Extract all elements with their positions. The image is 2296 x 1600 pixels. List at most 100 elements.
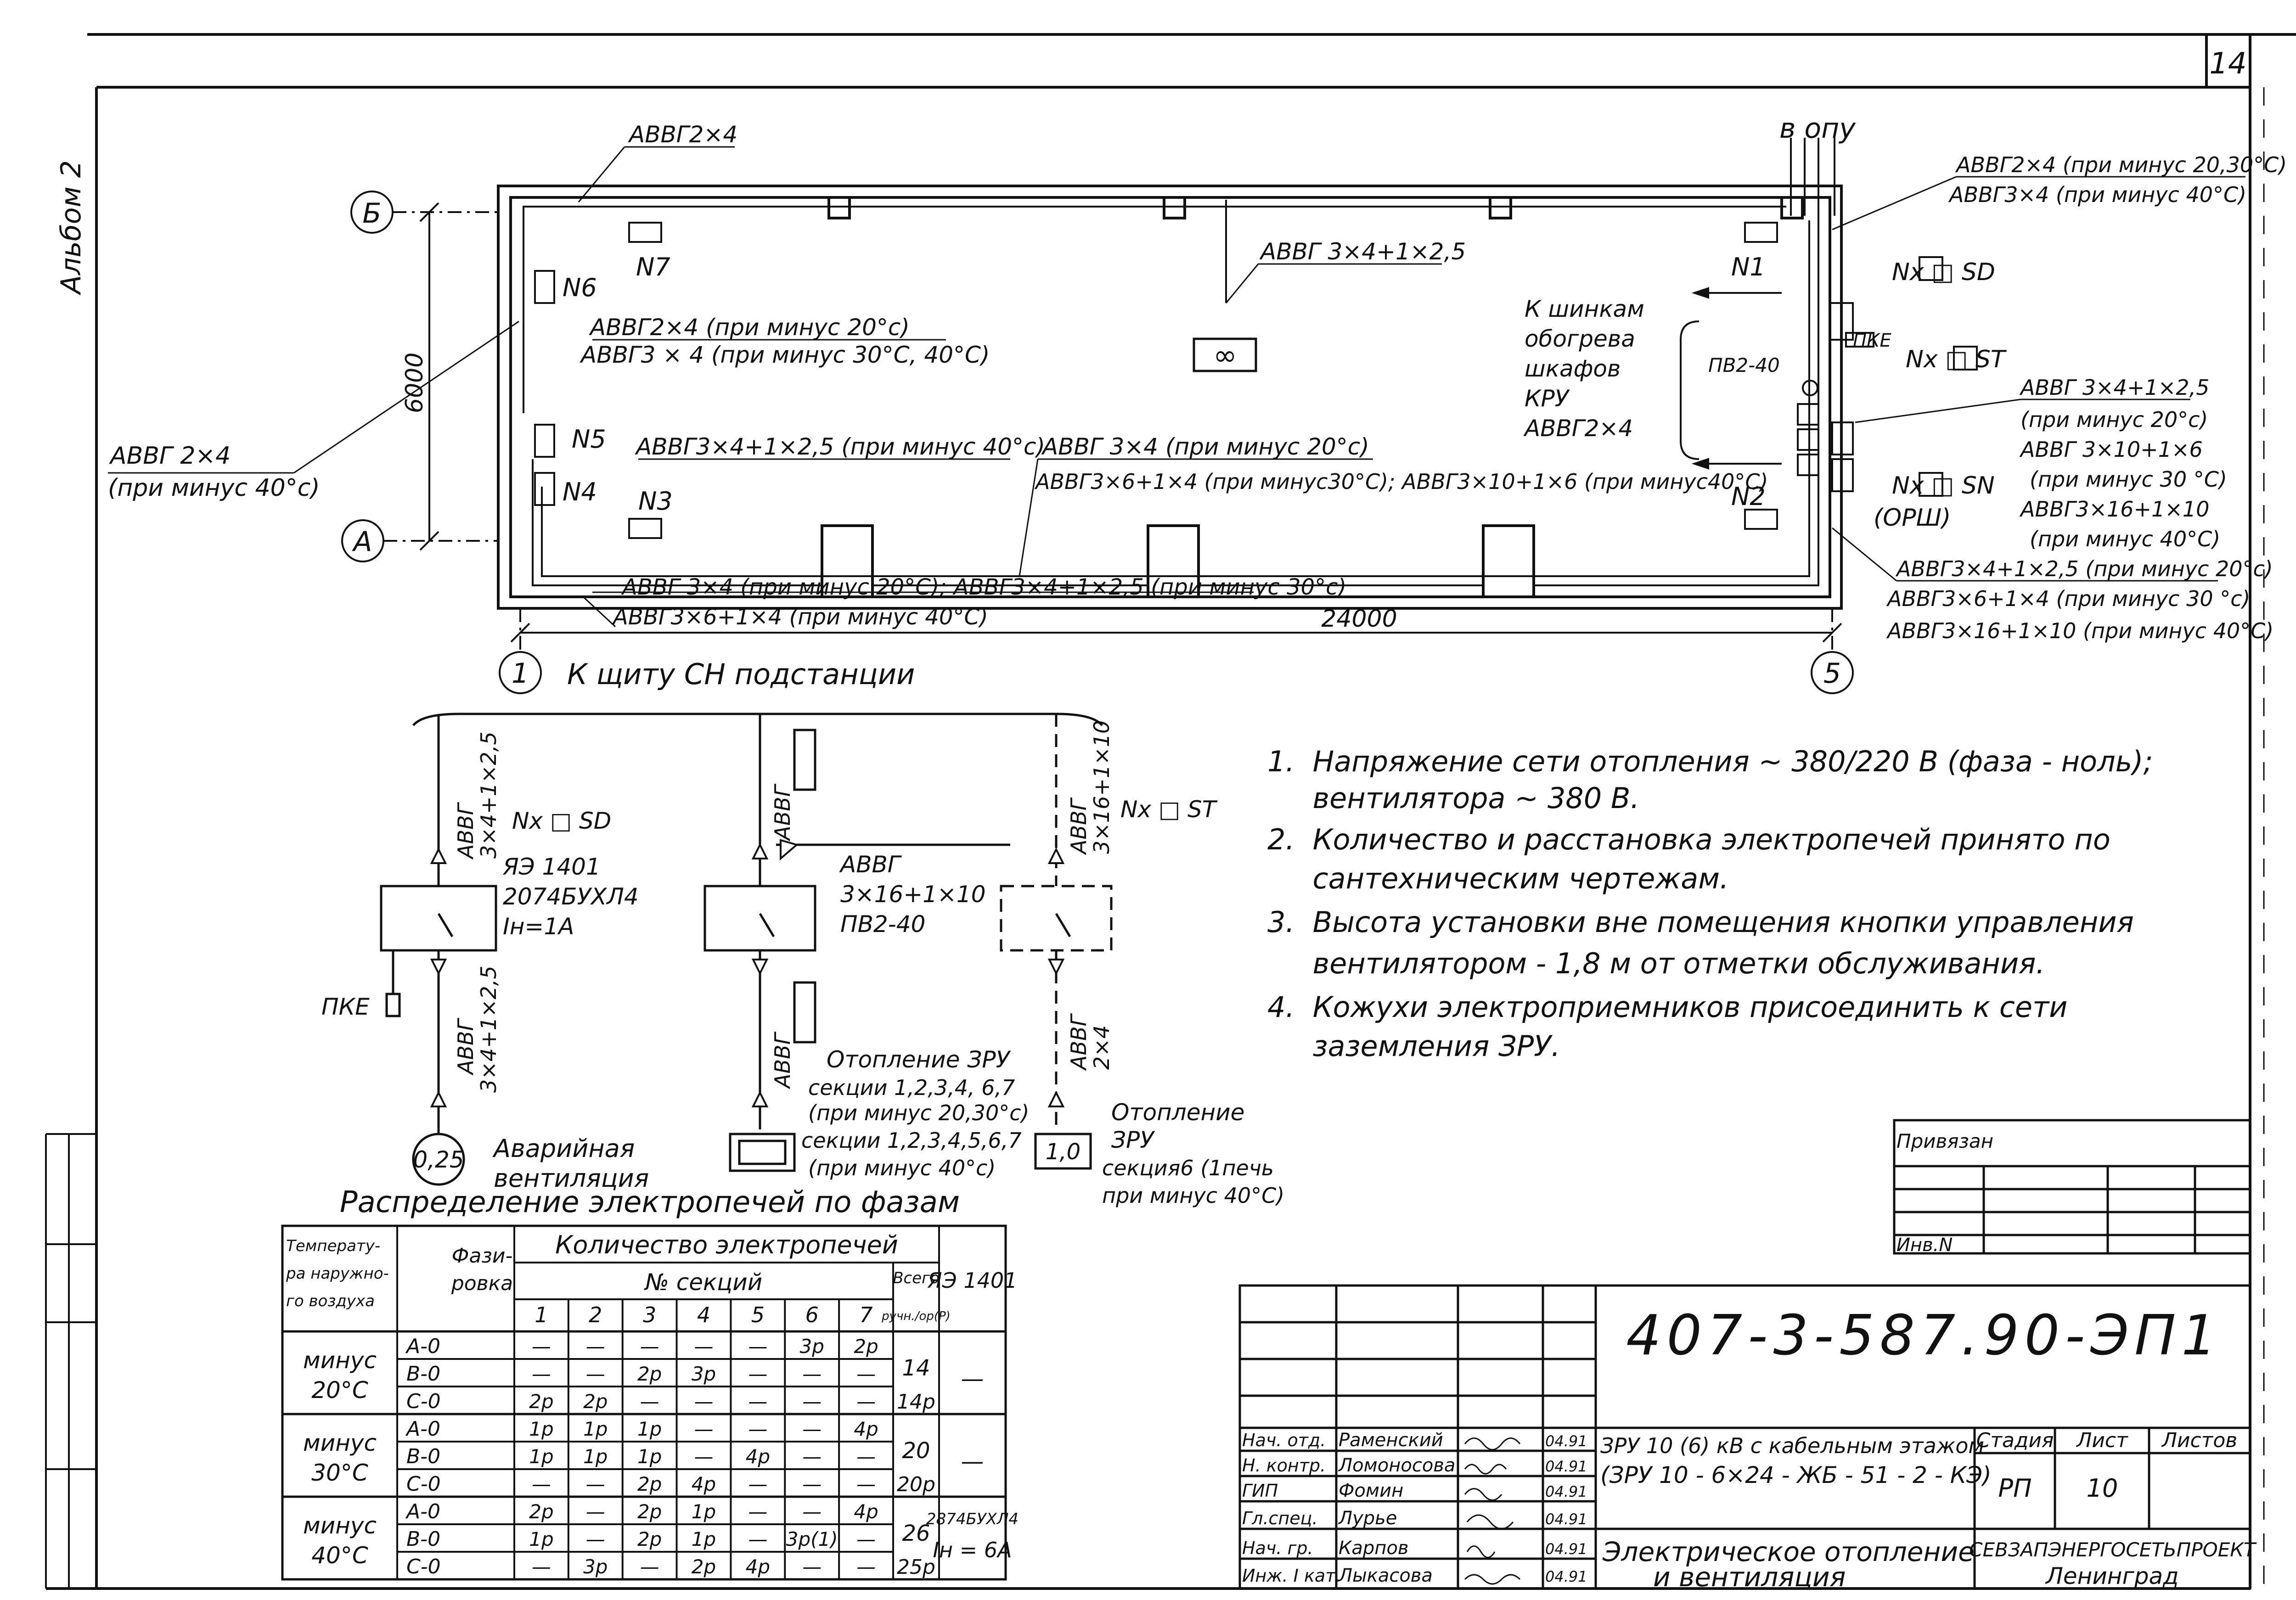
table-cell: — (748, 1363, 767, 1385)
table-header-ya: ЯЭ 1401 (927, 1268, 1018, 1293)
name-cell: Раменский (1339, 1430, 1443, 1451)
project-name-1: ЗРУ 10 (6) кВ с кабельным этажом (1600, 1433, 1984, 1458)
table-temp-cell: 30°С (311, 1460, 368, 1486)
left-cable-bot-2: 3×4+1×2,5 (476, 966, 501, 1093)
table-cell: — (856, 1390, 876, 1413)
table-cell: 4р (692, 1473, 716, 1495)
note-line: заземления ЗРУ. (1267, 1029, 1560, 1063)
table-cell: 2р (529, 1390, 553, 1413)
busbar-note-4: КРУ (1525, 385, 1570, 412)
right-load-value: 1,0 (1046, 1139, 1080, 1165)
heater-n5 (534, 424, 555, 458)
page-number: 14 (2209, 47, 2246, 81)
table-cell: 2р (637, 1528, 662, 1550)
phase-table-title: Распределение электропечей по фазам (340, 1185, 960, 1219)
table-cell: 1р (692, 1528, 716, 1550)
left-pke-label: ПКЕ (321, 994, 370, 1020)
table-cell: 2р (637, 1363, 662, 1385)
table-header-total-sub: ручн./ор(Р) (881, 1309, 951, 1323)
table-cell: 2р (637, 1500, 662, 1523)
pke-label-plan: ПКЕ (1853, 330, 1891, 351)
table-cell: — (640, 1335, 659, 1358)
mid-load-3: (при минус 20,30°с) (808, 1100, 1029, 1125)
heater-label-n3: N3 (638, 487, 673, 516)
note-line: вентилятором - 1,8 м от отметки обслужив… (1267, 947, 2045, 980)
cable-label-inner-2: АВВГ3 × 4 (при минус 30°С, 40°С) (580, 342, 990, 368)
table-cell: — (856, 1528, 876, 1550)
left-device-1: ЯЭ 1401 (502, 853, 601, 880)
left-cable-top-2: 3×4+1×2,5 (476, 731, 501, 859)
table-cell: 1р (529, 1528, 553, 1550)
note-line: сантехническим чертежам. (1267, 862, 1729, 895)
to-substation-label: К щиту СН подстанции (567, 657, 915, 691)
cable-label-top: АВВГ2×4 (628, 121, 737, 148)
table-cell: 4р (746, 1555, 770, 1578)
table-ya-cell: Iн = 6А (933, 1538, 1012, 1562)
table-cell: — (856, 1555, 876, 1578)
heater-label-n2: N2 (1731, 482, 1766, 511)
date-cell: 04.91 (1545, 1510, 1587, 1528)
cable-label-mid-2: АВВГ3×6+1×4 (при минус30°С); АВВГ3×10+1×… (1034, 469, 1768, 494)
table-cell: 3р (692, 1363, 716, 1385)
cable-label-n5: АВВГ3×4+1×2,5 (при минус 40°с) (635, 433, 1045, 460)
axis-label-5: 5 (1823, 657, 1841, 690)
table-cell: 1р (637, 1445, 662, 1468)
table-phase-cell: С-0 (406, 1472, 441, 1496)
table-cell: 3р (583, 1555, 608, 1578)
table-cell: 2р (637, 1473, 662, 1495)
table-cell: — (802, 1363, 822, 1385)
table-cell: 2р (854, 1335, 878, 1358)
role-cell: Инж. I кат. (1242, 1566, 1341, 1586)
note-line: 2. Количество и расстановка электропечей… (1267, 823, 2110, 856)
role-cell: Н. контр. (1242, 1455, 1326, 1476)
table-ya-cell: 2874БУХЛ4 (926, 1510, 1019, 1528)
cable-label-inner-1: АВВГ2×4 (при минус 20°с) (589, 314, 910, 341)
table-total-cell: 14р (897, 1390, 935, 1414)
name-cell: Ломоносова (1338, 1455, 1455, 1476)
cable-label-right-mid-4: (при минус 30 °С) (2030, 467, 2227, 492)
busbar-note-5: АВВГ2×4 (1523, 415, 1633, 442)
table-phase-cell: А-0 (405, 1335, 440, 1358)
cable-runs (523, 138, 1835, 586)
fan-symbol (1193, 337, 1257, 372)
table-cell: — (586, 1363, 605, 1385)
right-load-3: секция6 (1печь (1102, 1156, 1274, 1180)
box-sn-label: Nx □ SN (1892, 472, 1995, 500)
left-load-1: Аварийная (492, 1134, 635, 1163)
name-cell: Фомин (1339, 1480, 1403, 1501)
table-section-number: 3 (643, 1302, 656, 1327)
project-name-2: (ЗРУ 10 - 6×24 - ЖБ - 51 - 2 - КЭ) (1600, 1462, 1992, 1488)
table-header-temp: Температу- (286, 1237, 380, 1255)
axis-label-b: Б (362, 197, 381, 230)
mid-feed-3: ПВ2-40 (840, 911, 925, 938)
table-phase-cell: А-0 (405, 1417, 440, 1441)
table-cell: 1р (692, 1500, 716, 1523)
table-cell: 4р (854, 1500, 878, 1523)
table-cell: 1р (529, 1418, 553, 1440)
table-section-number: 2 (589, 1302, 602, 1327)
sheet-frame (46, 33, 2296, 1590)
table-cell: — (748, 1500, 767, 1523)
album-label: Альбом 2 (55, 160, 87, 296)
table-section-number: 6 (805, 1302, 819, 1327)
table-temp-cell: минус (303, 1430, 377, 1456)
busbar-note-3: шкафов (1525, 355, 1621, 382)
table-section-number: 5 (751, 1302, 765, 1327)
pv-label: ПВ2-40 (1708, 354, 1780, 376)
note-line: 1. Напряжение сети отопления ~ 380/220 В… (1267, 745, 2153, 778)
right-cable-top-2: 3×16+1×10 (1089, 720, 1114, 854)
heater-n4 (534, 472, 555, 506)
drawing-code: 407-3-587.90-ЭП1 (1626, 1304, 2222, 1368)
table-cell: — (694, 1445, 714, 1468)
right-load-1: Отопление (1111, 1099, 1244, 1126)
mid-feed-2: 3×16+1×10 (840, 881, 986, 908)
table-cell: — (694, 1418, 714, 1440)
table-header-phase: ровка (451, 1272, 513, 1295)
org-name: СЕВЗАПЭНЕРГОСЕТЬПРОЕКТ (1969, 1538, 2257, 1561)
date-cell: 04.91 (1545, 1568, 1587, 1585)
mid-feed-1: АВВГ (839, 851, 902, 878)
mid-load-2: секции 1,2,3,4, 6,7 (808, 1075, 1015, 1100)
mid-load-5: (при минус 40°с) (808, 1156, 996, 1180)
cable-label-right-mid-1: АВВГ 3×4+1×2,5 (2019, 375, 2209, 400)
